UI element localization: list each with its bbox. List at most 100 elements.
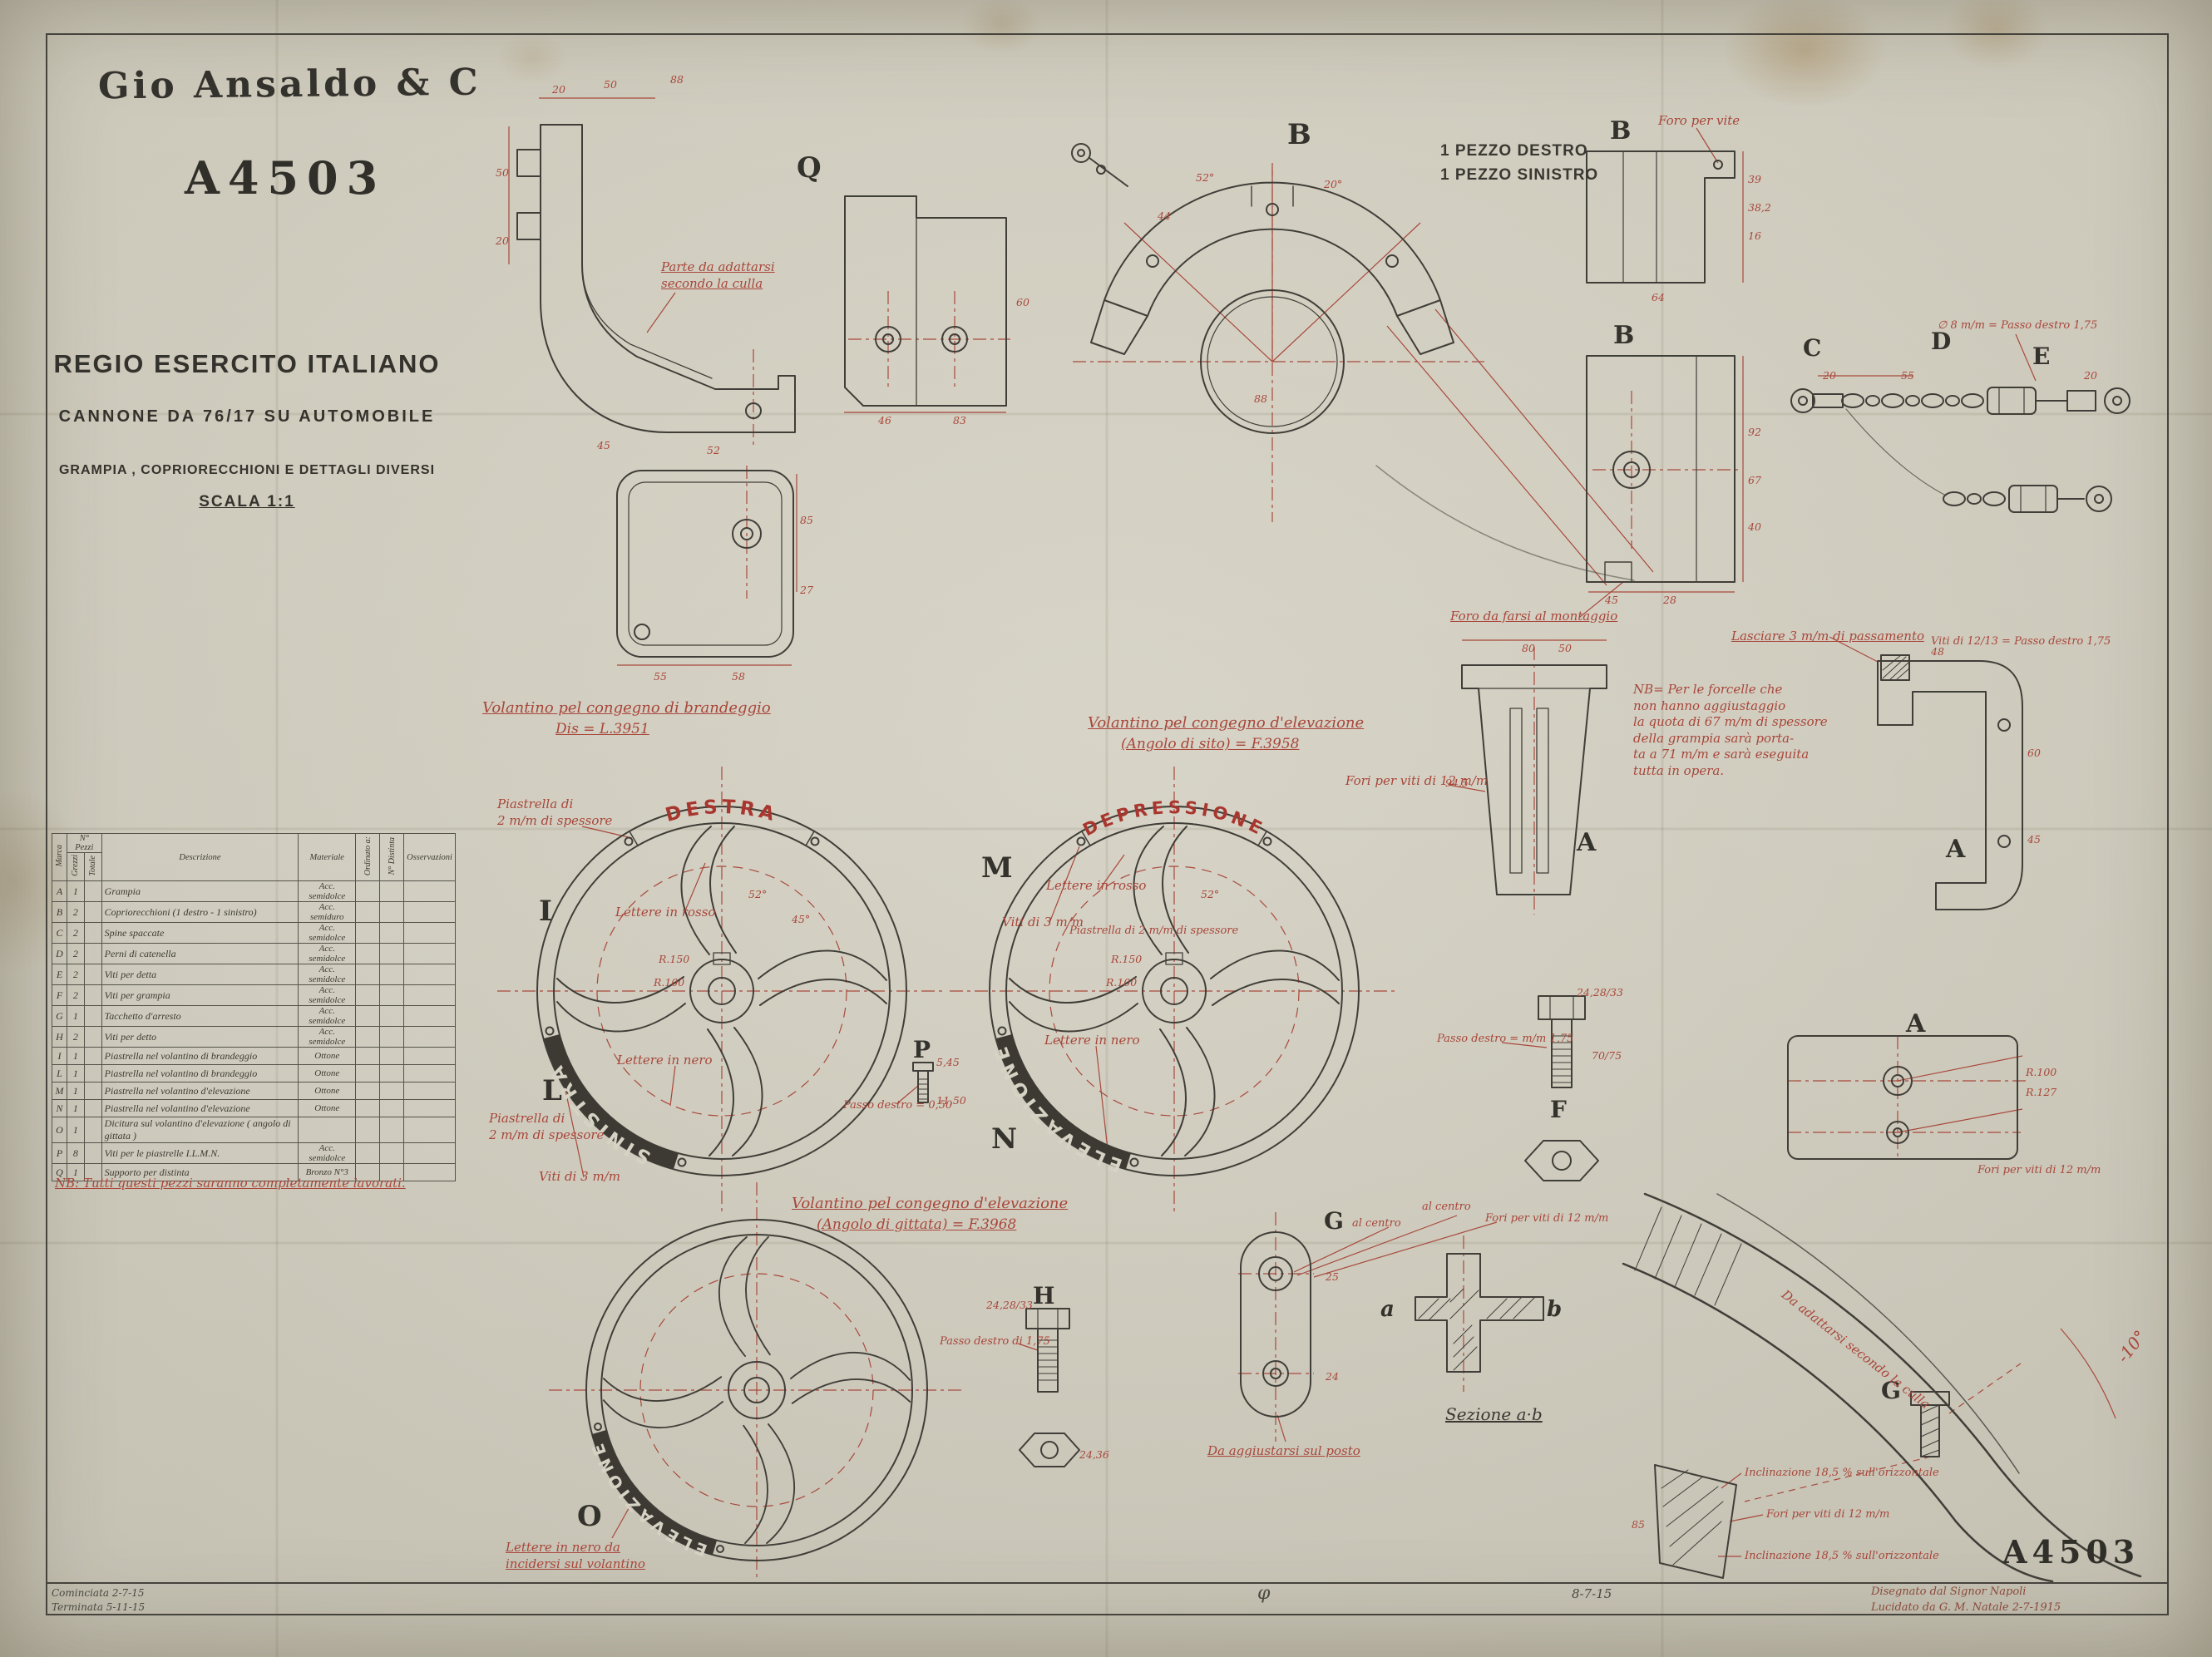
table-cell: [403, 1026, 456, 1048]
pieces-note-line1: 1 PEZZO DESTRO: [1440, 142, 1588, 160]
table-cell: [355, 1005, 381, 1027]
parts-table-header: Marca N° Pezzi Descrizione Materiale Ord…: [52, 833, 456, 881]
table-cell: [83, 943, 102, 964]
table-cell: Acc. semidolce: [298, 1005, 357, 1027]
footer-dates: Cominciata 2-7-15 Terminata 5-11-15: [52, 1586, 145, 1615]
table-cell: L: [52, 1064, 67, 1082]
pieces-note: 1 PEZZO DESTRO 1 PEZZO SINISTRO: [1440, 140, 1598, 187]
view-b-section-1: [1586, 150, 1736, 284]
table-cell: [403, 984, 456, 1006]
pieces-note-line2: 1 PEZZO SINISTRO: [1440, 165, 1599, 184]
table-cell: 8: [67, 1142, 85, 1164]
header-distinta: N° Distinta: [379, 833, 405, 881]
table-cell: Acc. semidolce: [298, 943, 357, 964]
table-cell: [83, 922, 102, 944]
header-osservazioni: Osservazioni: [403, 833, 456, 881]
table-cell: [355, 1142, 381, 1164]
table-cell: Piastrella nel volantino di brandeggio: [101, 1047, 299, 1065]
footer-date: 8-7-15: [1572, 1586, 1612, 1601]
table-cell: Viti per le piastrelle I.L.M.N.: [101, 1142, 299, 1164]
table-cell: [403, 943, 456, 964]
table-cell: [355, 1064, 381, 1082]
footer-signature-traced: Lucidato da G. M. Natale 2-7-1915: [1871, 1600, 2061, 1614]
table-cell: [355, 1047, 381, 1065]
table-cell: 1: [67, 1082, 85, 1100]
table-cell: [379, 1047, 405, 1065]
table-cell: P: [52, 1142, 67, 1164]
table-cell: Tacchetto d'arresto: [101, 1005, 299, 1027]
title-scale: SCALA 1:1: [199, 493, 295, 510]
header-grezzi-label: Grezzi: [71, 855, 81, 876]
table-cell: [83, 964, 102, 985]
view-copriorecchione-arc: [1071, 143, 1635, 581]
table-cell: A: [52, 880, 67, 902]
table-cell: Piastrella nel volantino d'elevazione: [101, 1099, 299, 1117]
view-inclined-wedge: [1654, 1464, 1737, 1579]
title-gun: CANNONE DA 76/17 SU AUTOMOBILE: [58, 407, 436, 426]
table-cell: [379, 880, 405, 902]
header-marca: Marca: [52, 833, 67, 881]
view-handwheel-elevazione-gittata: [585, 1219, 928, 1561]
table-cell: [355, 943, 381, 964]
table-cell: Spine spaccate: [101, 922, 299, 944]
table-cell: [355, 880, 381, 902]
table-cell: Ottone: [298, 1047, 357, 1065]
header-ordinato: Ordinato a:: [355, 833, 381, 881]
drawing-number: A4503: [185, 151, 387, 205]
table-cell: Acc. semidolce: [298, 880, 357, 902]
table-cell: [379, 1026, 405, 1048]
footer-date-end: Terminata 5-11-15: [52, 1600, 146, 1613]
view-wedge-block: [1461, 664, 1607, 895]
wheel3-bottom-lettering: ELEVAZIONE: [586, 1438, 709, 1561]
table-cell: [403, 922, 456, 944]
table-cell: [83, 880, 102, 902]
view-q-plate: [844, 195, 1007, 407]
table-cell: Piastrella nel volantino d'elevazione: [101, 1082, 299, 1100]
table-cell: [83, 1082, 102, 1100]
table-cell: E: [52, 964, 67, 985]
table-cell: [83, 1047, 102, 1065]
red-construction-lines: [497, 97, 2116, 1578]
wheel-black-bands: [544, 1034, 1131, 1555]
table-cell: 2: [67, 901, 85, 923]
table-cell: Grampia: [101, 880, 299, 902]
view-chain-cde: [1790, 387, 2131, 513]
table-cell: 2: [67, 1026, 85, 1048]
table-cell: [403, 1082, 456, 1100]
table-cell: Ottone: [298, 1082, 357, 1100]
table-cell: F: [52, 984, 67, 1006]
header-ordinato-label: Ordinato a:: [363, 836, 373, 876]
table-cell: Dicitura sul volantino d'elevazione ( an…: [101, 1117, 299, 1143]
table-cell: [355, 1082, 381, 1100]
view-screw-p: [912, 1062, 934, 1103]
table-cell: B: [52, 901, 67, 923]
footer-date-start: Cominciata 2-7-15: [52, 1587, 145, 1599]
table-cell: [83, 901, 102, 923]
table-cell: 1: [67, 1047, 85, 1065]
table-cell: [379, 964, 405, 985]
view-bolt-f: [1524, 995, 1599, 1181]
ink-linework: [516, 124, 2142, 1583]
table-cell: C: [52, 922, 67, 944]
table-cell: Q: [52, 1163, 67, 1181]
table-cell: [355, 1026, 381, 1048]
view-g-oval-plate: [1240, 1231, 1311, 1418]
table-cell: 1: [67, 1117, 85, 1143]
view-handwheel-elevazione-sito: [989, 806, 1360, 1176]
table-cell: [298, 1117, 357, 1143]
table-cell: [403, 901, 456, 923]
view-b-section-2: [1586, 355, 1736, 583]
table-cell: O: [52, 1117, 67, 1143]
